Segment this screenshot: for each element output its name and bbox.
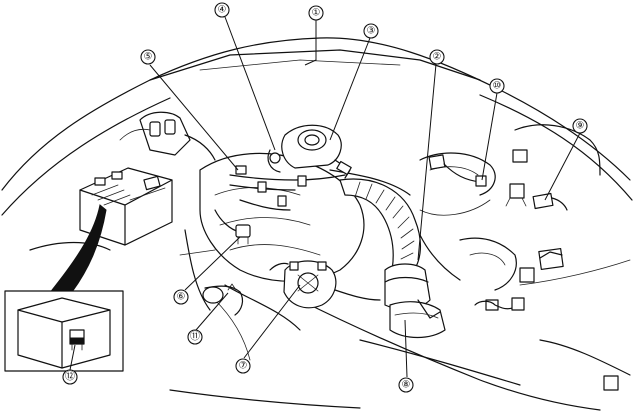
callout-8-label: ⑧ (402, 380, 411, 391)
callout-3-label: ③ (367, 26, 376, 37)
callout-2: ② (429, 49, 445, 65)
throttle-body (267, 124, 352, 179)
callout-10: ⑩ (489, 78, 505, 94)
callout-7: ⑦ (235, 358, 251, 374)
callout-4-label: ④ (218, 5, 227, 16)
vehicle-body-outline (1, 37, 633, 411)
callout-6: ⑥ (173, 289, 189, 305)
callout-10-label: ⑩ (493, 81, 502, 92)
zoom-pointer (51, 204, 107, 293)
callout-12: ⑫ (62, 369, 78, 385)
air-intake-duct (339, 178, 446, 339)
callout-1: ① (308, 5, 324, 21)
callout-6-label: ⑥ (177, 292, 186, 303)
callout-11-label: ⑪ (190, 331, 200, 343)
callout-9: ⑨ (572, 118, 588, 134)
callout-4: ④ (214, 2, 230, 18)
callout-12-label: ⑫ (65, 371, 75, 383)
callout-7-label: ⑦ (239, 361, 248, 372)
detail-inset (4, 290, 124, 372)
right-sensors (428, 149, 619, 391)
callout-5: ⑤ (140, 49, 156, 65)
front-components (29, 111, 216, 311)
callout-9-label: ⑨ (576, 121, 585, 132)
ground-wire (202, 283, 244, 316)
engine-harness (214, 165, 346, 245)
callout-8: ⑧ (398, 377, 414, 393)
leader-lines (69, 16, 581, 378)
callout-3: ③ (363, 23, 379, 39)
engine-block (199, 152, 517, 361)
distributor (269, 260, 381, 309)
callout-11: ⑪ (187, 329, 203, 345)
callout-1-label: ① (312, 8, 321, 19)
callout-5-label: ⑤ (144, 52, 153, 63)
callout-2-label: ② (433, 52, 442, 63)
